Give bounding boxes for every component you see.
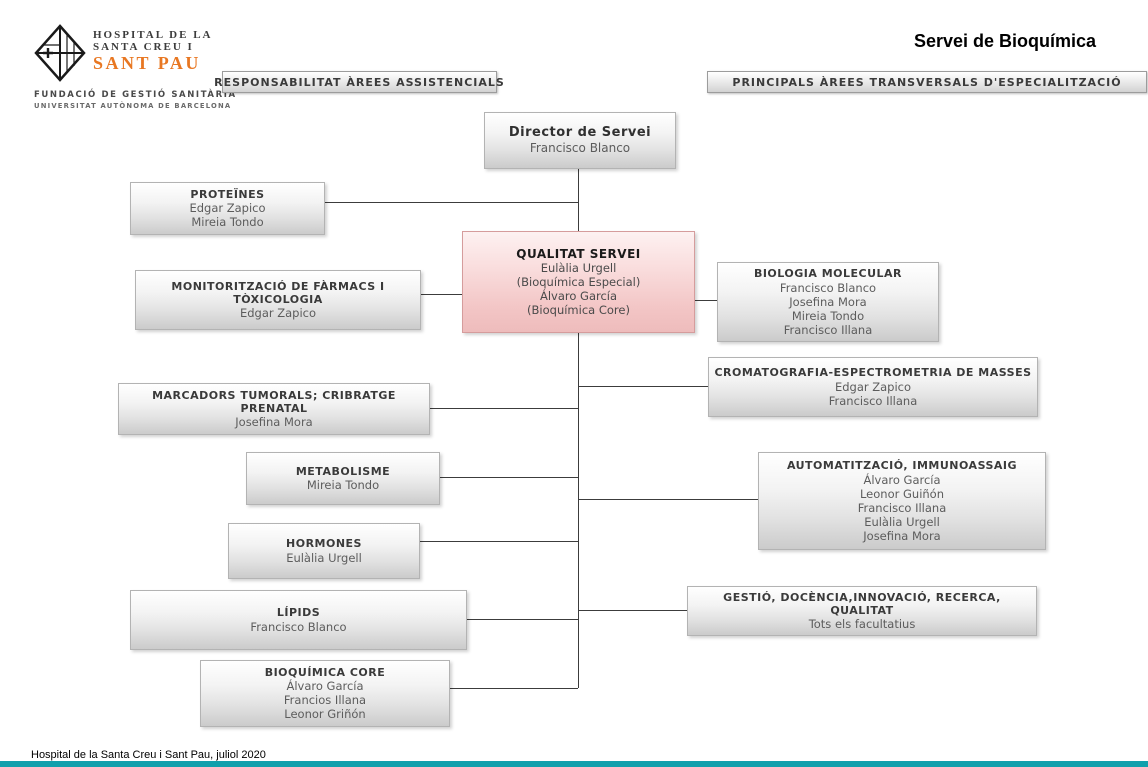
box-title: QUALITAT SERVEI [516,246,641,261]
org-box-hormones: HORMONES Eulàlia Urgell [228,523,420,579]
box-person: Francisco Illana [857,500,947,515]
org-box-monitoritzacio: MONITORITZACIÓ DE FÀRMACS I TÒXICOLOGIA … [135,270,421,330]
box-title: HORMONES [286,537,362,551]
box-person: Eulàlia Urgell [286,550,362,565]
connector-bioquimica-core [448,688,578,689]
hospital-logo: HOSPITAL DE LA SANTA CREU I SANT PAU FUN… [34,24,237,110]
org-box-marcadors-tumorals: MARCADORS TUMORALS; CRIBRATGE PRENATAL J… [118,383,430,435]
box-title: BIOQUÍMICA CORE [264,665,386,679]
footer-caption: Hospital de la Santa Creu i Sant Pau, ju… [31,749,266,761]
box-person: Francisco Illana [783,322,873,337]
box-person: Leonor Griñón [284,707,366,722]
box-person: Álvaro García [539,289,618,304]
box-title: LÍPIDS [276,606,321,620]
box-person: Edgar Zapico [834,379,912,394]
org-box-biologia-molecular: BIOLOGIA MOLECULAR Francisco Blanco Jose… [717,262,939,342]
connector-proteines [323,202,578,203]
org-box-qualitat-servei: QUALITAT SERVEI Eulàlia Urgell (Bioquími… [462,231,695,333]
logo-text-line1: HOSPITAL DE LA [93,29,213,41]
box-person: Josefina Mora [235,415,313,430]
box-person: (Bioquímica Core) [527,303,630,318]
connector-metabolisme [438,477,578,478]
box-person: Mireia Tondo [306,478,380,493]
box-person: Francisco Blanco [529,141,631,156]
box-person: Mireia Tondo [791,308,865,323]
banner-arees-assistencials: RESPONSABILITAT ÀREES ASSISTENCIALS [214,71,504,93]
logo-subtitle-fundacio: FUNDACIÓ DE GESTIÓ SANITÀRIA [34,90,237,100]
box-title: CROMATOGRAFIA-ESPECTROMETRIA DE MASSES [714,366,1032,380]
connector-main-trunk [578,331,579,688]
connector-automatitzacio [578,499,758,500]
box-person: Álvaro García [286,679,364,694]
logo-text-line2: SANTA CREU I [93,40,194,53]
connector-cromatografia [578,386,708,387]
box-person: Josefina Mora [789,294,867,309]
box-title: BIOLOGIA MOLECULAR [753,267,903,281]
box-person: (Bioquímica Especial) [516,275,641,290]
box-title: Director de Servei [508,125,652,141]
org-box-gestio: GESTIÓ, DOCÈNCIA,INNOVACIÓ, RECERCA, QUA… [687,586,1037,636]
box-title: PROTEÏNES [190,187,265,201]
footer-accent-bar [0,761,1148,767]
org-box-proteines: PROTEÏNES Edgar Zapico Mireia Tondo [130,182,325,235]
box-title: METABOLISME [295,464,391,478]
connector-director-trunk [578,167,579,231]
box-person: Edgar Zapico [189,201,266,216]
org-box-director: Director de Servei Francisco Blanco [484,112,676,169]
page-title: Servei de Bioquímica [913,31,1097,51]
org-box-lipids: LÍPIDS Francisco Blanco [130,590,467,650]
box-person: Francisco Illana [828,393,918,408]
box-title: MARCADORS TUMORALS; CRIBRATGE PRENATAL [152,388,396,415]
logo-subtitle-universitat: UNIVERSITAT AUTÒNOMA DE BARCELONA [34,102,232,110]
box-person: Francios Illana [283,693,367,708]
connector-hormones [418,541,578,542]
box-person: Josefina Mora [863,528,941,543]
connector-lipids [465,619,578,620]
box-person: Eulàlia Urgell [864,514,940,529]
box-title: GESTIÓ, DOCÈNCIA,INNOVACIÓ, RECERCA, QUA… [723,590,1001,617]
connector-biologia [693,300,717,301]
box-person: Francisco Blanco [250,619,347,634]
box-person: Mireia Tondo [191,215,264,230]
box-title: AUTOMATITZACIÓ, IMMUNOASSAIG [786,459,1018,473]
box-person: Eulàlia Urgell [540,261,617,276]
box-person: Edgar Zapico [239,306,317,321]
org-box-bioquimica-core: BIOQUÍMICA CORE Álvaro García Francios I… [200,660,450,727]
banner-arees-transversals: PRINCIPALS ÀREES TRANSVERSALS D'ESPECIAL… [707,71,1147,93]
logo-text-santpau: SANT PAU [93,53,201,74]
box-person: Álvaro García [863,472,941,487]
connector-marcadors [428,408,578,409]
org-box-cromatografia: CROMATOGRAFIA-ESPECTROMETRIA DE MASSES E… [708,357,1038,417]
org-box-automatitzacio: AUTOMATITZACIÓ, IMMUNOASSAIG Álvaro Garc… [758,452,1046,550]
box-title: MONITORITZACIÓ DE FÀRMACS I TÒXICOLOGIA [171,279,385,306]
connector-gestio [578,610,687,611]
org-box-metabolisme: METABOLISME Mireia Tondo [246,452,440,505]
box-person: Leonor Guiñón [859,486,945,501]
connector-monitoritzacio [419,294,462,295]
box-person: Tots els facultatius [808,617,916,632]
box-person: Francisco Blanco [779,280,877,295]
hospital-crest-icon [34,24,86,86]
